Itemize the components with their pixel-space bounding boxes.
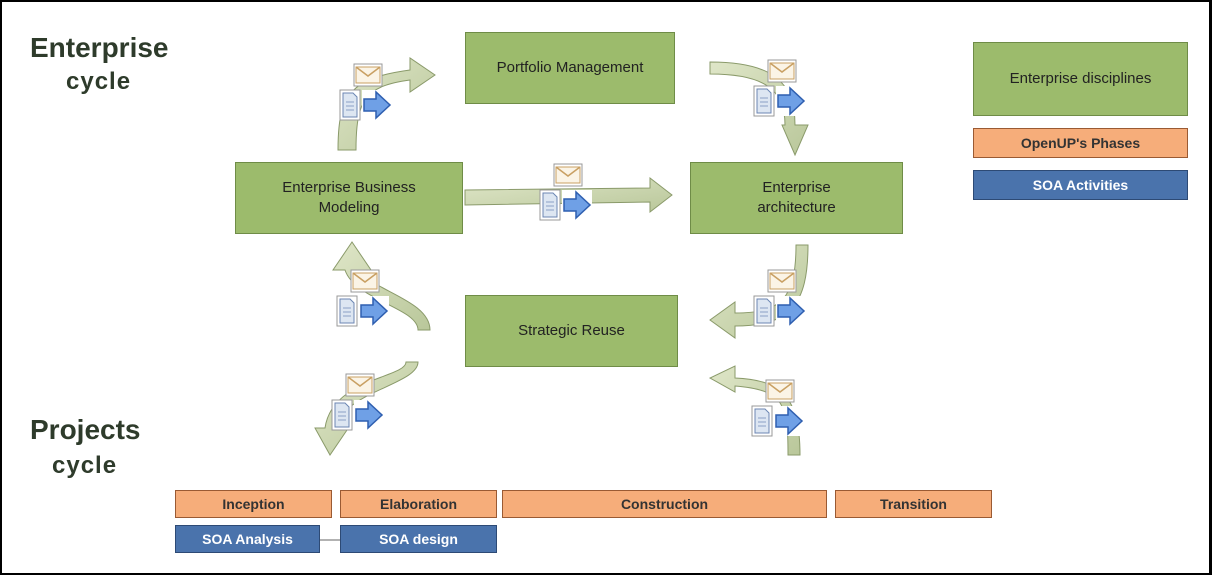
legend-openup-phases: OpenUP's Phases [973,128,1188,158]
phase-construction: Construction [502,490,827,518]
soa-analysis: SOA Analysis [175,525,320,553]
phase-transition: Transition [835,490,992,518]
legend-enterprise-disciplines: Enterprise disciplines [973,42,1188,116]
box-enterprise-architecture: Enterprise architecture [690,162,903,234]
frame-right [1209,0,1212,575]
icon-group-1 [338,62,396,124]
box-portfolio-management: Portfolio Management [465,32,675,104]
frame-bottom [0,573,1212,575]
legend-soa-activities: SOA Activities [973,170,1188,200]
projects-cycle-subtitle: cycle [52,452,118,479]
enterprise-cycle-subtitle: cycle [66,68,132,95]
phase-elaboration: Elaboration [340,490,497,518]
icon-group-6 [330,372,388,434]
icon-group-2 [752,58,810,120]
icon-group-4 [752,268,810,330]
arrow-portfolio-to-architecture [709,61,809,157]
box-strategic-reuse: Strategic Reuse [465,295,678,367]
phase-inception: Inception [175,490,332,518]
icon-group-5 [335,268,393,330]
soa-design: SOA design [340,525,497,553]
icon-group-7 [750,378,808,440]
projects-cycle-title: Projects [30,414,141,445]
frame-left [0,0,2,575]
enterprise-cycle-title: Enterprise [30,32,169,63]
arrow-to-projects [314,361,419,456]
box-enterprise-business-modeling: Enterprise Business Modeling [235,162,463,234]
arrow-reuse-to-modeling [332,241,431,331]
icon-group-3 [538,162,596,224]
frame-top [0,0,1212,2]
